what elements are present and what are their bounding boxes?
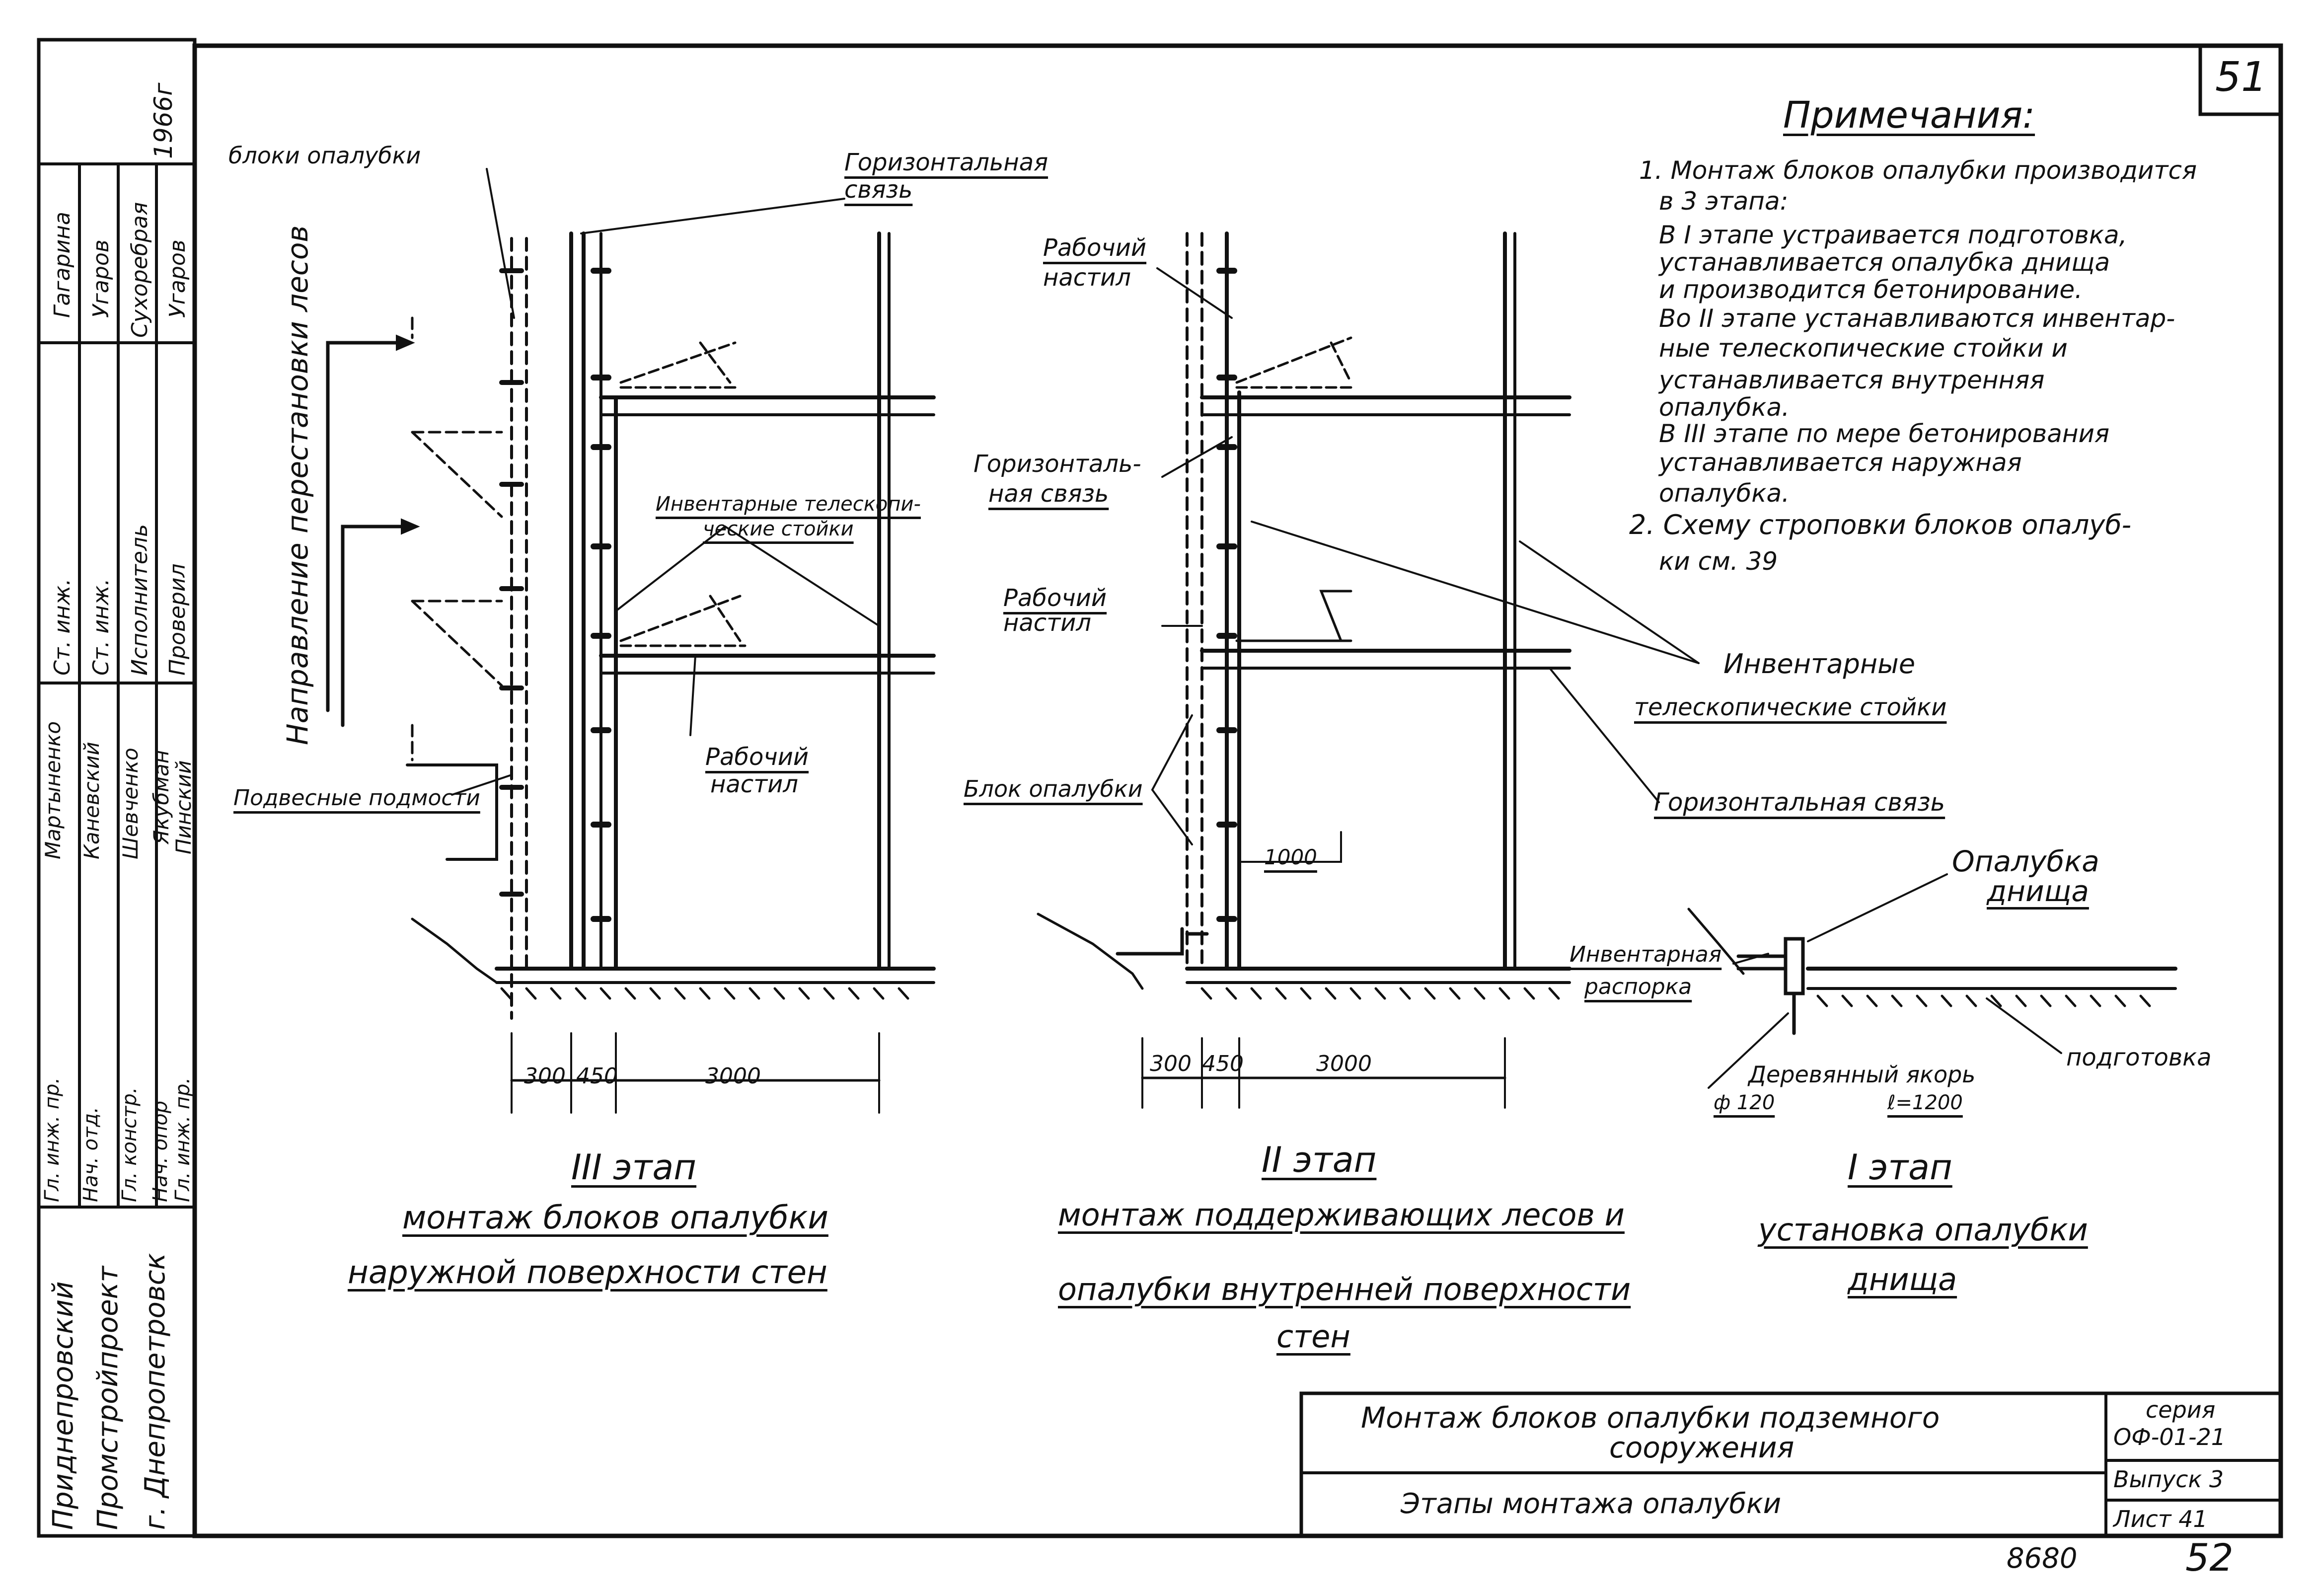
stage1-drawing (1687, 873, 2177, 1089)
stamp-name: Угаров (88, 239, 114, 318)
stage2-label-work-deck-mid-1: Рабочий (1003, 584, 1107, 612)
title-series-label: серия (2146, 1396, 2216, 1423)
stage2-label-telescopic-2: телескопические стойки (1634, 693, 1947, 721)
notes-line: опалубка. (1659, 393, 1790, 422)
title-series-value: ОФ-01-21 (2113, 1424, 2226, 1450)
stage2-drawing (1037, 231, 1700, 1109)
stage1-caption-title: I этап (1848, 1147, 1952, 1188)
stage3-label-blocks: блоки опалубки (228, 142, 421, 169)
stage2-label-work-deck-mid-2: настил (1003, 609, 1092, 637)
stage3-dim-450: 450 (576, 1064, 618, 1089)
stage3-dim-300: 300 (524, 1064, 566, 1089)
stage3-label-work-deck-2: настил (710, 770, 799, 798)
stage2-label-telescopic-1: Инвентарные (1723, 648, 1916, 680)
stamp-position: Нач. опор (149, 1100, 172, 1202)
stage3-caption-1: монтаж блоков опалубки (402, 1200, 828, 1236)
page-number: 51 (2215, 54, 2267, 101)
stage3-caption-title: III этап (571, 1147, 697, 1188)
title-sheet: Лист 41 (2113, 1506, 2208, 1532)
side-stamp-frame (37, 38, 197, 1538)
stage2-caption-1: монтаж поддерживающих лесов и (1058, 1197, 1625, 1233)
stamp-role: Ст. инж. (88, 578, 114, 676)
stamp-name: Пинский (171, 760, 196, 854)
stage2-label-horiz-tie-right: Горизонтальная связь (1654, 788, 1945, 817)
title-sub: Этапы монтажа опалубки (1401, 1488, 1782, 1520)
stamp-role: Исполнитель (127, 524, 152, 676)
notes-line: устанавливается опалубка днища (1659, 248, 2110, 277)
stamp-role: Ст. инж. (50, 578, 75, 676)
stage1-caption-1: установка опалубки (1758, 1212, 2088, 1248)
footer-code: 8680 (2007, 1542, 2078, 1575)
stage3-label-work-deck-1: Рабочий (705, 743, 809, 771)
notes-line: 2. Схему строповки блоков опалуб- (1629, 509, 2132, 540)
notes-title: Примечания: (1783, 94, 2035, 137)
stage2-label-work-deck-top-1: Рабочий (1043, 234, 1147, 262)
stamp-org-1: Приднепровский (47, 1281, 79, 1530)
stage1-caption-2: днища (1848, 1261, 1957, 1297)
notes-line: В III этапе по мере бетонирования (1659, 419, 2110, 448)
notes-line: ные телескопические стойки и (1659, 334, 2068, 363)
stamp-org-2: Промстройпроект (92, 1266, 124, 1530)
title-main-2: сооружения (1609, 1431, 1794, 1464)
stage2-caption-title: II этап (1262, 1140, 1377, 1180)
stage3-label-telescopic-2: ческие стойки (703, 518, 854, 540)
stage1-label-anchor-dia: ф 120 (1714, 1091, 1775, 1114)
stage2-label-block: Блок опалубки (964, 775, 1143, 802)
footer-page: 52 (2185, 1535, 2234, 1580)
stamp-name: Угаров (165, 239, 190, 318)
stamp-name: Сухоребрая (127, 202, 152, 338)
stamp-year: 1966г (149, 82, 178, 159)
stage2-label-work-deck-top-2: настил (1043, 264, 1131, 292)
stage1-label-strut-2: распорка (1584, 974, 1692, 999)
stage2-caption-2: опалубки внутренней поверхности (1058, 1271, 1631, 1307)
stage2-dim-450: 450 (1202, 1051, 1244, 1076)
stamp-position: Гл. инж. пр. (41, 1077, 64, 1202)
stage2-label-horiz-tie-2: ная связь (988, 480, 1109, 508)
page-number-box (2198, 44, 2283, 116)
stamp-org-3: г. Днепропетровск (139, 1253, 171, 1530)
notes-line: устанавливается наружная (1659, 448, 2022, 477)
stamp-name: Гагарина (50, 212, 75, 318)
stage1-label-prep: подготовка (2066, 1044, 2212, 1071)
notes-line: Во II этапе устанавливаются инвентар- (1659, 304, 2175, 333)
notes-line: 1. Монтаж блоков опалубки производится (1639, 156, 2197, 185)
notes-line: устанавливается внутренняя (1659, 366, 2045, 394)
stage3-caption-2: наружной поверхности стен (348, 1254, 827, 1291)
stamp-name: Шевченко (118, 748, 143, 859)
title-issue: Выпуск 3 (2113, 1466, 2224, 1493)
notes-line: в 3 этапа: (1659, 187, 1789, 216)
stamp-position: Нач. отд. (79, 1107, 102, 1202)
stamp-name: Каневский (79, 742, 104, 859)
title-block (1299, 1391, 2283, 1538)
stamp-role: Проверил (165, 563, 190, 676)
stage1-label-anchor-len: ℓ=1200 (1887, 1091, 1963, 1114)
title-main-1: Монтаж блоков опалубки подземного (1361, 1401, 1940, 1435)
stage2-caption-3: стен (1276, 1318, 1350, 1355)
stamp-name: Мартыненко (41, 721, 65, 859)
stage1-label-anchor: Деревянный якорь (1748, 1061, 1976, 1088)
stage3-label-hanging: Подвесные подмости (233, 785, 480, 811)
stage1-label-bottom-form-2: днища (1987, 874, 2089, 908)
stage2-dim-3000: 3000 (1316, 1051, 1372, 1076)
stage2-dim-300: 300 (1150, 1051, 1192, 1076)
stamp-position: Гл. констр. (118, 1087, 141, 1202)
stamp-name: Якубман (149, 750, 173, 844)
stage3-dim-3000: 3000 (705, 1064, 761, 1089)
stage3-drawing (326, 168, 936, 1114)
stage3-label-horiz-tie: Горизонтальная связь (844, 149, 1048, 204)
stage1-label-bottom-form-1: Опалубка (1952, 844, 2099, 878)
stage1-label-strut-1: Инвентарная (1570, 942, 1722, 967)
stamp-position: Гл. инж. пр. (171, 1077, 194, 1202)
notes-line: и производится бетонирование. (1659, 275, 2083, 304)
stage2-dim-1000: 1000 (1264, 845, 1317, 869)
notes-line: ки см. 39 (1659, 547, 1778, 576)
stage3-direction-label: Направление перестановки лесов (281, 225, 314, 746)
notes-line: В I этапе устраивается подготовка, (1659, 221, 2127, 249)
notes-line: опалубка. (1659, 479, 1790, 508)
stage3-label-telescopic-1: Инвентарные телескопи- (656, 493, 921, 516)
stage2-label-horiz-tie-1: Горизонталь- (973, 450, 1141, 478)
